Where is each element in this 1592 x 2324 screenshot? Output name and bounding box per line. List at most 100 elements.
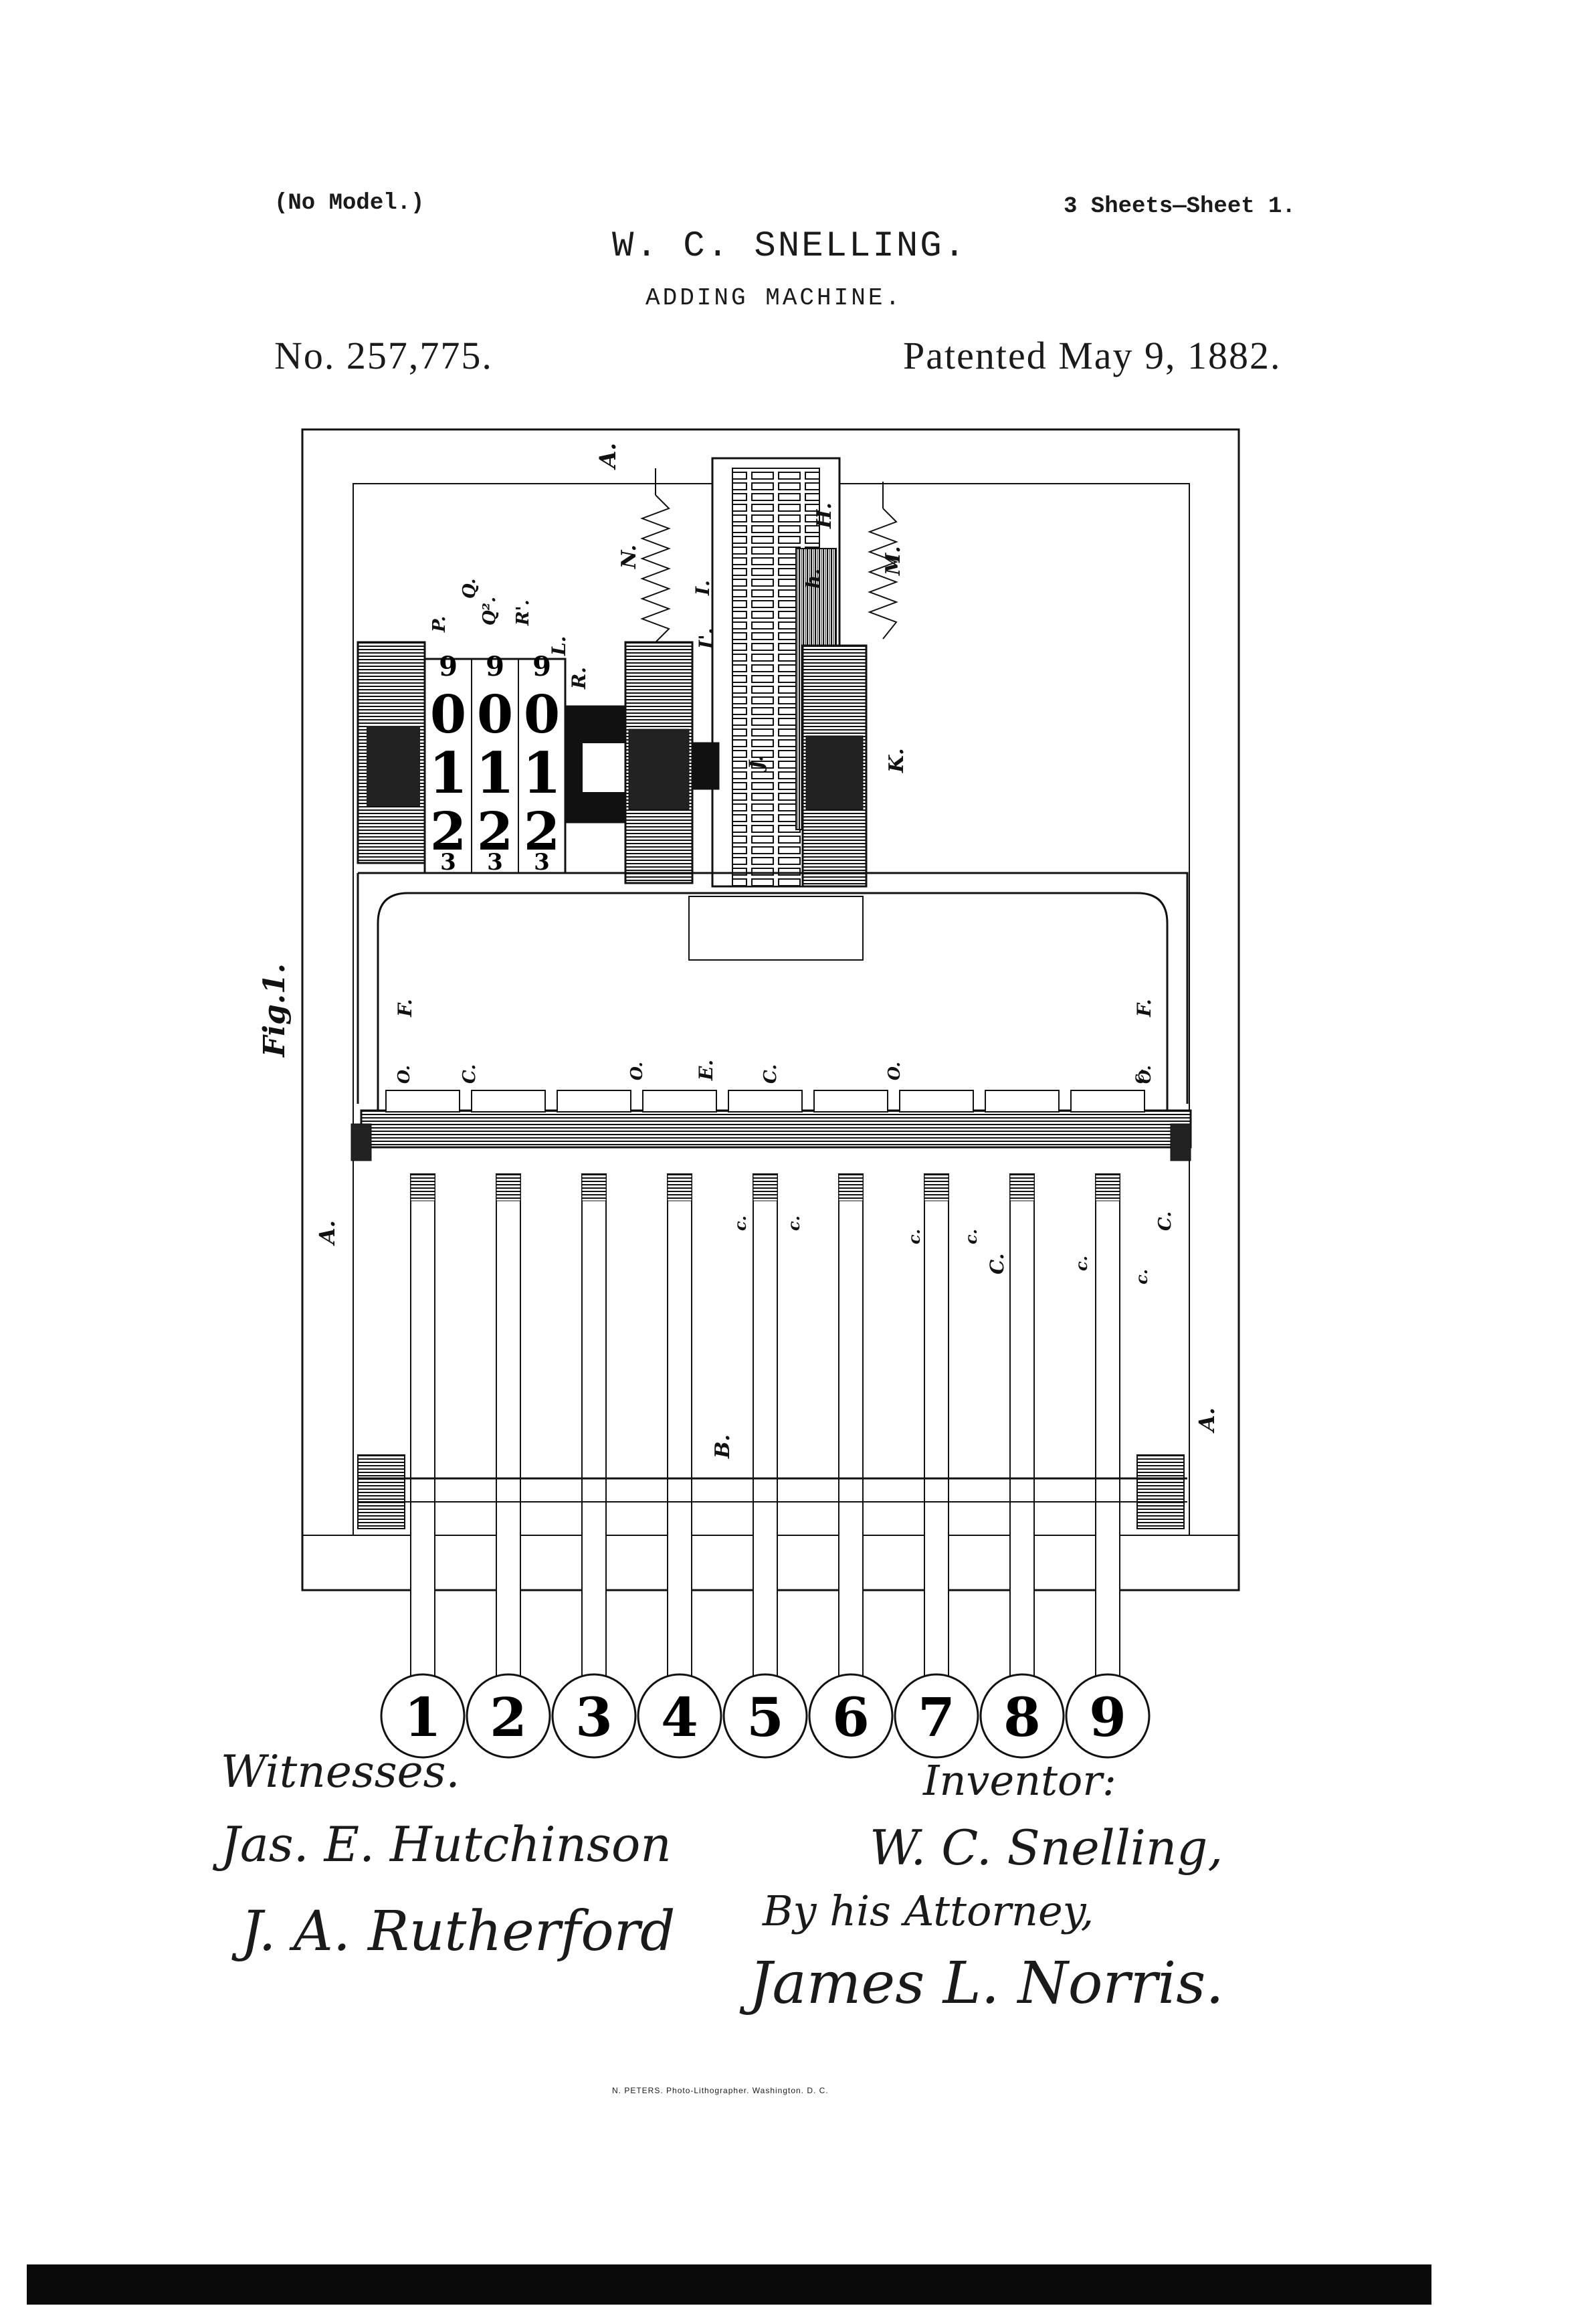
letter-k: K.	[885, 748, 908, 773]
wheel-digit: 2	[430, 801, 466, 862]
letter-i: I.	[692, 580, 714, 596]
wheel-digit: 9	[439, 651, 458, 682]
letter-e: E.	[695, 1060, 717, 1081]
yoke-outer	[357, 872, 1189, 1104]
axle-assembly	[565, 641, 868, 888]
letter-c-small-6: c.	[1072, 1256, 1091, 1271]
wheel-digit: 0	[477, 684, 513, 745]
left-drum-band	[367, 726, 420, 806]
letter-c-small-7: c.	[1132, 1269, 1151, 1284]
wheel-digit: 3	[487, 849, 503, 876]
letter-c-small-5: c.	[961, 1229, 981, 1244]
wheel-digit: 1	[429, 740, 468, 806]
key-label-8: 8	[1003, 1686, 1041, 1749]
wheel-digit: 3	[534, 849, 550, 876]
wheel-digit: 0	[430, 684, 466, 745]
key-stem	[753, 1173, 778, 1697]
key-button-8[interactable]	[979, 1673, 1065, 1759]
letter-f-right: F.	[1133, 999, 1155, 1018]
spring-m	[868, 482, 898, 640]
key-head	[471, 1090, 546, 1112]
letter-c-2: C.	[761, 1064, 781, 1084]
letter-l: L.	[548, 636, 570, 656]
key-label-2: 2	[490, 1686, 527, 1749]
key-stem-collar	[667, 1173, 692, 1201]
key-head	[642, 1090, 717, 1112]
number-wheels	[423, 658, 567, 874]
witness-1-signature: Jas. E. Hutchinson	[221, 1816, 672, 1872]
no-model-label: (No Model.)	[274, 191, 425, 216]
key-head	[728, 1090, 803, 1112]
wheel-digit: 2	[524, 801, 560, 862]
key-label-1: 1	[404, 1686, 441, 1749]
by-attorney-label: By his Attorney,	[763, 1886, 1094, 1935]
wheel-digit: 0	[524, 684, 560, 745]
lithographer-credit: N. PETERS. Photo-Lithographer. Washingto…	[612, 2086, 829, 2095]
key-stem	[838, 1173, 864, 1697]
letter-f-left: F.	[394, 999, 416, 1018]
key-label-6: 6	[832, 1686, 870, 1749]
inventor-name: W. C. SNELLING.	[612, 226, 968, 267]
witness-2-signature: J. A. Rutherford	[241, 1900, 676, 1963]
key-button-6[interactable]	[808, 1673, 894, 1759]
key-button-5[interactable]	[722, 1673, 808, 1759]
letter-c-small-2: c.	[730, 1216, 750, 1231]
letter-o-1: O.	[394, 1065, 413, 1084]
letter-b: B.	[711, 1434, 734, 1459]
letter-q: Q.	[460, 579, 480, 599]
wheel-digit: 9	[486, 651, 504, 682]
key-head	[557, 1090, 631, 1112]
key-head	[385, 1090, 460, 1112]
letter-a-right: A.	[1194, 1408, 1219, 1434]
bottom-rail	[357, 1454, 1187, 1529]
key-stems	[410, 1173, 1120, 1697]
key-head	[813, 1090, 888, 1112]
key-stem-collar	[581, 1173, 607, 1201]
key-button-3[interactable]	[551, 1673, 637, 1759]
key-button-9[interactable]	[1065, 1673, 1151, 1759]
letter-a-top: A.	[595, 443, 621, 470]
key-stem-collar	[410, 1173, 435, 1201]
key-stem	[496, 1173, 521, 1697]
letter-c-cap-4: C.	[1155, 1212, 1175, 1231]
yoke-inner	[377, 892, 1169, 1110]
letter-q2: Q².	[480, 597, 500, 625]
key-stem-collar	[838, 1173, 864, 1201]
key-head	[1070, 1090, 1145, 1112]
key-stem	[667, 1173, 692, 1697]
key-button-1[interactable]	[380, 1673, 466, 1759]
letter-j: J.	[745, 755, 767, 773]
key-heads	[385, 1090, 1145, 1112]
letter-o-2: O.	[627, 1062, 646, 1080]
letter-n: N.	[617, 545, 641, 569]
key-button-7[interactable]	[894, 1673, 979, 1759]
cross-bar	[351, 1109, 1192, 1161]
key-label-3: 3	[575, 1686, 613, 1749]
key-stem	[410, 1173, 435, 1697]
letter-c-small-3: c.	[784, 1216, 803, 1231]
key-stem	[1095, 1173, 1120, 1697]
witnesses-label: Witnesses.	[221, 1746, 460, 1798]
patent-number: No. 257,775.	[274, 334, 493, 377]
wheel-digit: 2	[477, 801, 513, 862]
letter-o-3: O.	[884, 1062, 904, 1080]
key-stem	[581, 1173, 607, 1697]
letter-r-prime: R'.	[513, 599, 533, 626]
figure-label: Fig.1.	[258, 963, 292, 1058]
key-head	[985, 1090, 1060, 1112]
scan-edge-bar	[27, 2264, 1431, 2305]
letter-a-left: A.	[314, 1220, 340, 1246]
wheel-digit: 1	[476, 740, 514, 806]
letter-h: H.	[813, 502, 836, 529]
key-button-2[interactable]	[466, 1673, 551, 1759]
key-stem-collar	[1095, 1173, 1120, 1201]
key-label-4: 4	[661, 1686, 698, 1749]
key-stem-collar	[496, 1173, 521, 1201]
key-button-4[interactable]	[637, 1673, 722, 1759]
letter-c-1: C.	[460, 1064, 480, 1084]
key-label-7: 7	[918, 1686, 955, 1749]
attorney-signature: James L. Norris.	[749, 1950, 1224, 2017]
letter-p: P.	[429, 616, 450, 633]
patented-date: Patented May 9, 1882.	[903, 334, 1282, 377]
